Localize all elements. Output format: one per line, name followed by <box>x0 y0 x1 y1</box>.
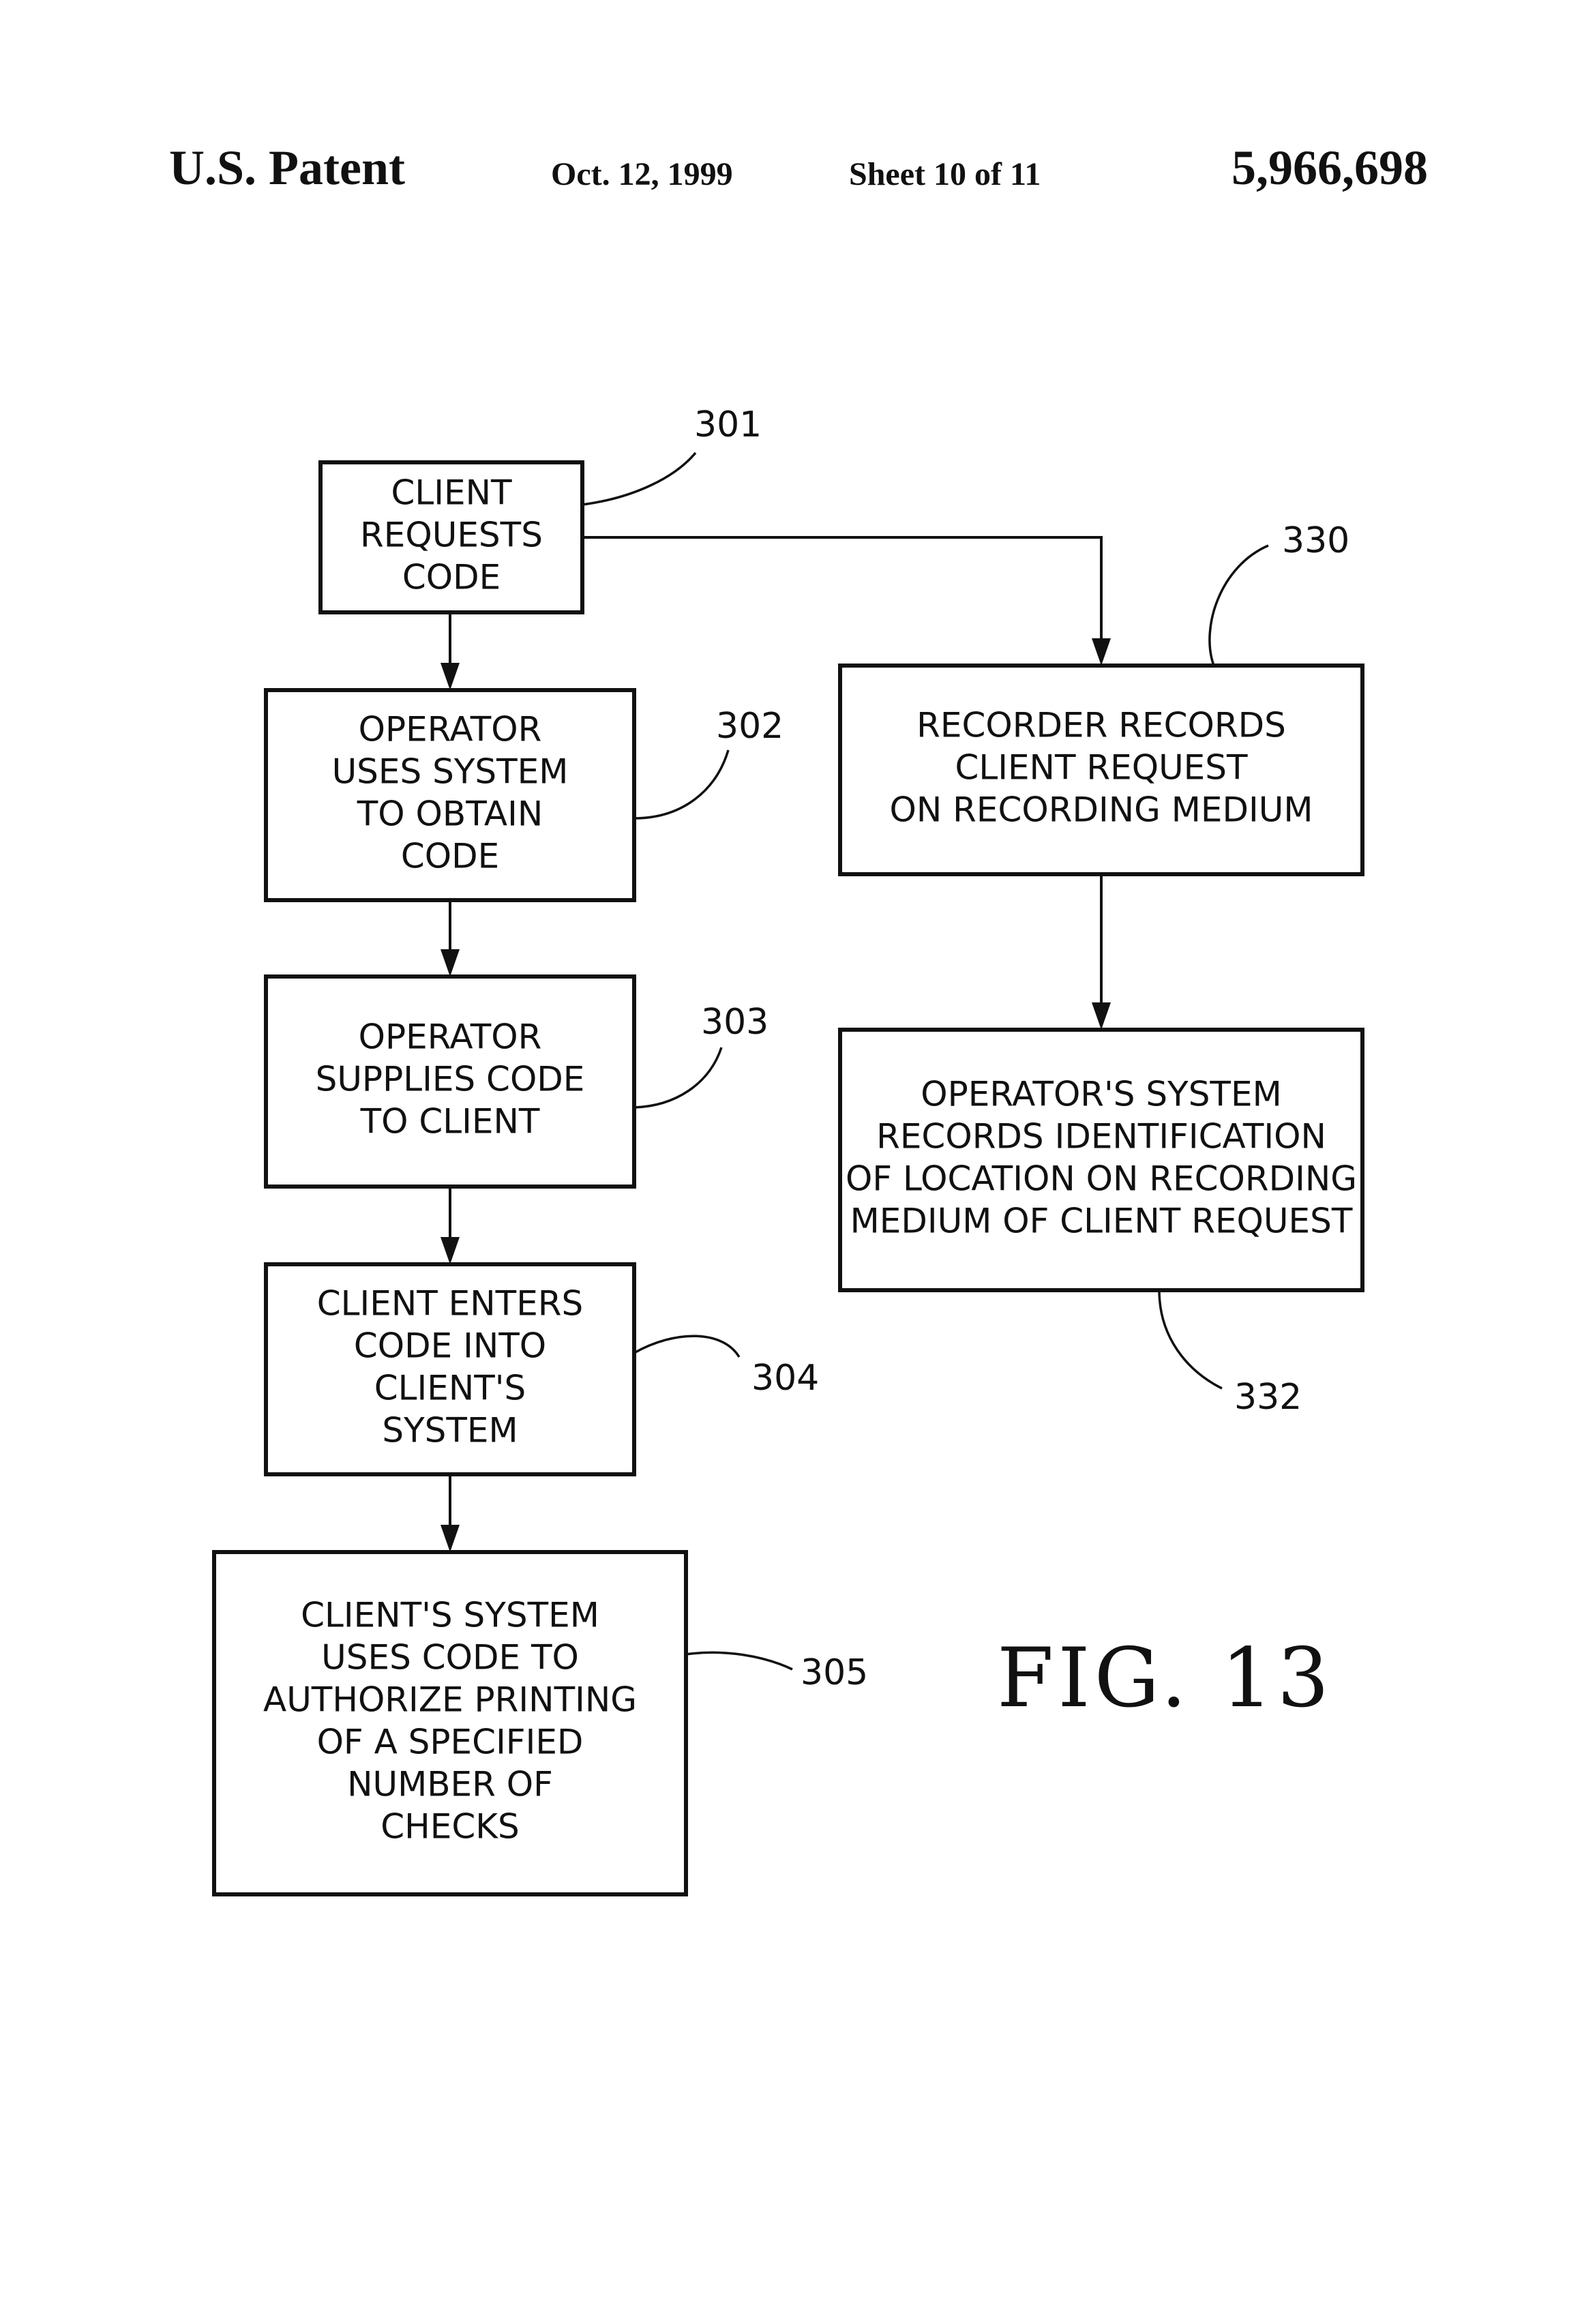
flow-node-302: OPERATORUSES SYSTEMTO OBTAINCODE <box>266 690 634 900</box>
reference-numeral-332: 332 <box>1234 1377 1302 1418</box>
flow-arrow-301-302 <box>441 612 460 690</box>
flow-box-text-line: CODE <box>402 558 501 597</box>
flow-box-text-line: TO OBTAIN <box>357 794 543 834</box>
flow-box-text-line: NUMBER OF <box>347 1765 553 1804</box>
flow-box-text-line: OPERATOR'S SYSTEM <box>921 1075 1281 1114</box>
flow-box-text-line: AUTHORIZE PRINTING <box>263 1680 637 1720</box>
flow-box-text-line: CHECKS <box>380 1807 520 1847</box>
flow-box-text-line: CLIENT'S <box>374 1369 526 1408</box>
reference-numeral-303: 303 <box>701 1002 768 1043</box>
flow-arrow-303-304 <box>441 1187 460 1264</box>
flow-box-text-line: USES SYSTEM <box>332 752 569 792</box>
figure-label: FIG. 13 <box>997 1631 1333 1726</box>
flow-arrow-330-332 <box>1092 874 1111 1030</box>
leader-line-303 <box>634 1047 721 1107</box>
flow-box-text-line: CLIENT ENTERS <box>317 1284 584 1324</box>
reference-numeral-302: 302 <box>716 706 783 747</box>
flow-node-305: CLIENT'S SYSTEMUSES CODE TOAUTHORIZE PRI… <box>214 1552 686 1894</box>
flow-box-text-line: CLIENT REQUEST <box>955 748 1248 788</box>
flow-arrow-302-303 <box>441 900 460 977</box>
flow-box-text-line: ON RECORDING MEDIUM <box>890 790 1313 830</box>
flow-node-332: OPERATOR'S SYSTEMRECORDS IDENTIFICATIONO… <box>840 1030 1362 1290</box>
flow-box-text-line: SYSTEM <box>382 1411 518 1450</box>
flow-box-text-line: OPERATOR <box>359 1017 542 1057</box>
arrowhead <box>1092 638 1111 666</box>
flow-box-text-line: TO CLIENT <box>360 1102 540 1142</box>
arrowhead <box>441 949 460 977</box>
flow-box-text-line: CLIENT'S SYSTEM <box>301 1596 599 1635</box>
arrowhead <box>441 1237 460 1264</box>
leader-line-304 <box>634 1336 739 1357</box>
flow-box-text-line: RECORDS IDENTIFICATION <box>876 1117 1326 1157</box>
leader-line-305 <box>686 1652 792 1669</box>
flow-box-text-line: RECORDER RECORDS <box>916 706 1286 745</box>
arrowhead <box>441 1525 460 1552</box>
flow-node-304: CLIENT ENTERSCODE INTOCLIENT'SSYSTEM <box>266 1264 634 1474</box>
flow-box-text-line: CODE INTO <box>354 1326 546 1366</box>
flow-box-text-line: MEDIUM OF CLIENT REQUEST <box>850 1202 1353 1241</box>
flow-arrow-301-330 <box>582 537 1111 666</box>
arrowhead <box>1092 1002 1111 1030</box>
flow-box-text-line: OF LOCATION ON RECORDING <box>846 1159 1357 1199</box>
flow-box-text-line: CLIENT <box>391 473 512 513</box>
flow-box-text-line: OF A SPECIFIED <box>317 1723 584 1762</box>
flow-node-301: CLIENTREQUESTSCODE <box>320 462 582 612</box>
flow-box-text-line: CODE <box>401 837 499 876</box>
reference-numeral-305: 305 <box>801 1652 868 1693</box>
leader-line-301 <box>582 453 696 505</box>
flow-box-text-line: OPERATOR <box>359 710 542 749</box>
leader-line-332 <box>1159 1290 1222 1388</box>
reference-numeral-301: 301 <box>694 404 762 445</box>
leader-line-330 <box>1210 546 1268 666</box>
flow-arrow-304-305 <box>441 1474 460 1552</box>
arrow-shaft <box>582 537 1101 645</box>
arrowhead <box>441 663 460 690</box>
flow-node-303: OPERATORSUPPLIES CODETO CLIENT <box>266 977 634 1187</box>
reference-numeral-304: 304 <box>751 1358 819 1399</box>
reference-numeral-330: 330 <box>1282 520 1349 561</box>
flow-node-330: RECORDER RECORDSCLIENT REQUESTON RECORDI… <box>840 666 1362 874</box>
flow-box-text-line: REQUESTS <box>360 516 543 555</box>
flow-box-text-line: USES CODE TO <box>321 1638 579 1678</box>
flow-box-text-line: SUPPLIES CODE <box>316 1060 585 1099</box>
leader-line-302 <box>634 750 728 818</box>
